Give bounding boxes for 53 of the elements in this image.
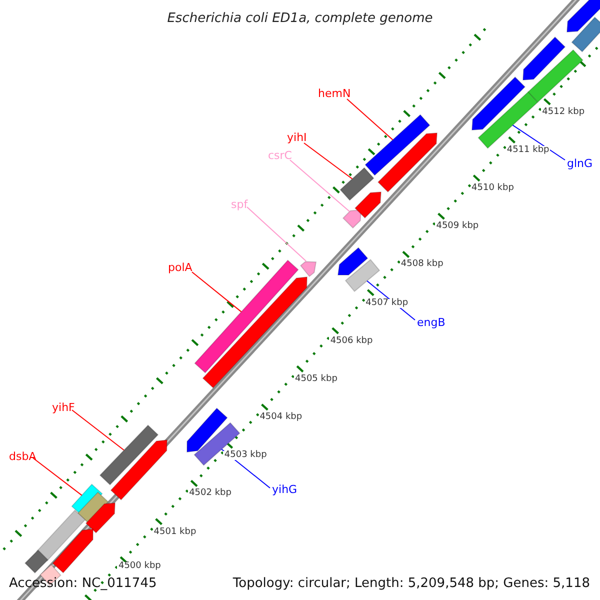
- scale-label: 4507 kbp: [364, 298, 410, 308]
- gene-label: yihI: [287, 132, 307, 143]
- gene-block: [364, 114, 430, 176]
- gene-label: polA: [168, 262, 192, 273]
- gene-block: [377, 132, 438, 193]
- scale-label: 4504 kbp: [258, 413, 304, 422]
- gene-label: spf: [231, 199, 248, 210]
- gene-block: [337, 247, 368, 276]
- title: Escherichia coli ED1a, complete genome: [166, 12, 434, 25]
- gene-label: csrC: [268, 150, 292, 161]
- leader-line: [246, 206, 307, 262]
- gene-block: [194, 260, 299, 374]
- gene-block: [36, 510, 86, 562]
- gene-block: [340, 167, 374, 201]
- leader-line: [290, 160, 350, 212]
- gene-block: [110, 439, 168, 500]
- gene-label: yihG: [272, 484, 298, 495]
- leader-line: [304, 142, 353, 180]
- leader-line: [72, 410, 124, 451]
- gene-label: yihF: [52, 402, 75, 413]
- scale-label: 4510 kbp: [470, 184, 515, 194]
- gene-block: [99, 424, 159, 486]
- gene-block: [342, 209, 362, 229]
- genome-info-text: Topology: circular; Length: 5,209,548 bp; Genes: 5,118: [232, 577, 590, 590]
- gene-block: [528, 49, 584, 103]
- gene-block: [571, 16, 600, 52]
- gene-block: [522, 36, 566, 81]
- scale-label: 4501 kbp: [152, 528, 198, 537]
- scale-label: 4511 kbp: [506, 146, 550, 155]
- scale-label: 4505 kbp: [294, 374, 338, 384]
- scale-label: 4508 kbp: [400, 260, 444, 270]
- gene-label: hemN: [318, 88, 351, 99]
- gene-block: [354, 191, 382, 219]
- scale-label: 4500 kbp: [117, 562, 162, 571]
- leader-line: [32, 458, 82, 496]
- gene-block: [24, 549, 49, 574]
- gene-block: [344, 258, 380, 292]
- scale-label: 4509 kbp: [435, 222, 480, 232]
- leader-line: [192, 272, 242, 312]
- accession-text: Accession: NC_011745: [9, 577, 157, 590]
- scale-label: 4506 kbp: [329, 336, 374, 346]
- gene-label: glnG: [567, 158, 593, 169]
- scale-label: 4502 kbp: [188, 489, 232, 498]
- gene-block: [566, 0, 600, 33]
- gene-block: [85, 502, 116, 534]
- scale-label: 4512 kbp: [541, 108, 586, 117]
- gene-label: dsbA: [9, 451, 36, 462]
- leader-line: [512, 124, 566, 160]
- gene-block: [471, 76, 526, 131]
- gene-block: [300, 261, 317, 278]
- scale-label: 4503 kbp: [223, 451, 268, 460]
- gene-label: engB: [417, 317, 446, 328]
- gene-block: [52, 528, 94, 574]
